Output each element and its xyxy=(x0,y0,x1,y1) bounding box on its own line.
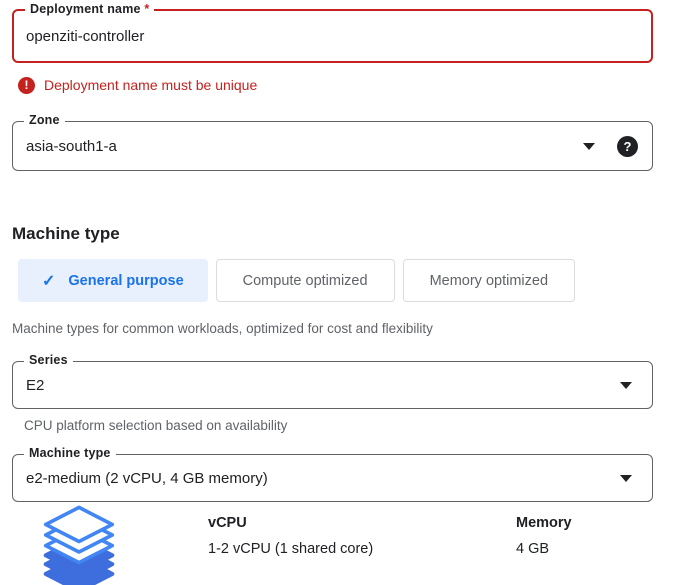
memory-value: 4 GB xyxy=(516,541,550,557)
required-asterisk: * xyxy=(144,2,150,16)
zone-select[interactable]: Zone asia-south1-a ? xyxy=(12,113,653,171)
tab-label: Compute optimized xyxy=(242,272,368,289)
tab-memory-optimized[interactable]: Memory optimized xyxy=(402,259,576,302)
series-select[interactable]: Series E2 xyxy=(12,353,653,409)
deployment-name-input[interactable] xyxy=(14,11,574,61)
vcpu-column: vCPU 1-2 vCPU (1 shared core) xyxy=(208,515,516,557)
memory-column: Memory 4 GB xyxy=(516,515,572,557)
machine-type-label: Machine type xyxy=(24,446,116,461)
error-icon: ! xyxy=(18,76,35,94)
machine-type-value: e2-medium (2 vCPU, 4 GB memory) xyxy=(26,469,268,487)
series-value: E2 xyxy=(26,376,45,394)
series-label: Series xyxy=(24,353,73,368)
spec-columns: vCPU 1-2 vCPU (1 shared core) Memory 4 G… xyxy=(208,505,572,557)
tab-label: Memory optimized xyxy=(429,272,549,289)
vcpu-header: vCPU xyxy=(208,515,247,531)
machine-type-heading: Machine type xyxy=(12,224,120,243)
machine-type-select[interactable]: Machine type e2-medium (2 vCPU, 4 GB mem… xyxy=(12,446,653,502)
machine-spec-row: vCPU 1-2 vCPU (1 shared core) Memory 4 G… xyxy=(40,505,680,585)
tab-label: General purpose xyxy=(68,272,184,289)
machine-family-layers-icon xyxy=(40,505,118,585)
help-icon[interactable]: ? xyxy=(617,135,638,157)
series-helper-text: CPU platform selection based on availabi… xyxy=(24,418,288,433)
zone-label: Zone xyxy=(24,113,65,128)
check-icon: ✓ xyxy=(42,272,56,290)
tab-compute-optimized[interactable]: Compute optimized xyxy=(215,259,395,302)
deployment-name-field: Deployment name * xyxy=(12,2,653,63)
vcpu-value: 1-2 vCPU (1 shared core) xyxy=(208,541,374,557)
chevron-down-icon[interactable] xyxy=(620,381,632,389)
machine-type-description: Machine types for common workloads, opti… xyxy=(12,321,433,336)
machine-family-tabs: ✓ General purpose Compute optimized Memo… xyxy=(18,259,680,302)
error-message-row: ! Deployment name must be unique xyxy=(18,75,680,95)
chevron-down-icon[interactable] xyxy=(583,142,595,150)
deployment-name-label: Deployment name * xyxy=(25,2,155,17)
chevron-down-icon[interactable] xyxy=(620,474,632,482)
error-message-text: Deployment name must be unique xyxy=(44,77,258,93)
memory-header: Memory xyxy=(516,515,572,531)
zone-value: asia-south1-a xyxy=(26,137,117,155)
tab-general-purpose[interactable]: ✓ General purpose xyxy=(18,259,208,302)
